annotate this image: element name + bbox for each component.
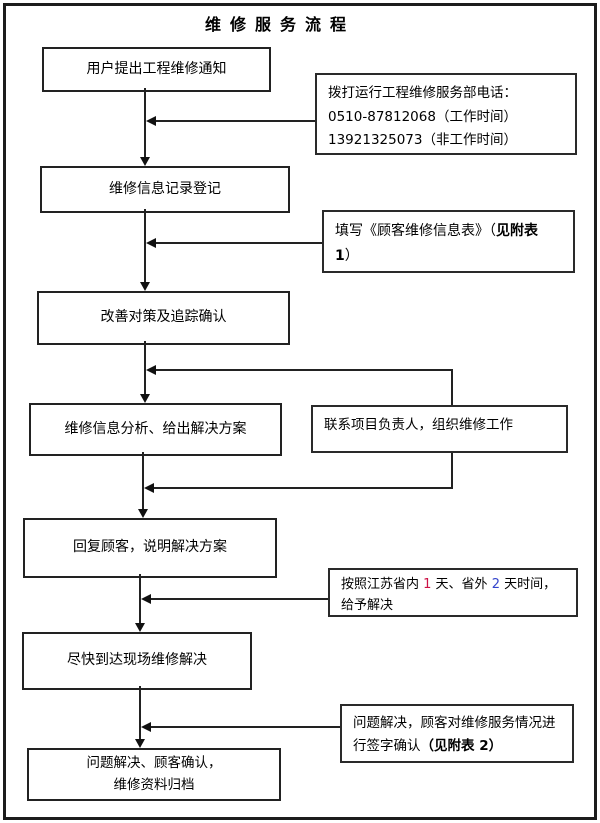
schedule-note-part3: 天时间，给予解决 [341,577,557,613]
contact-note-text: 联系项目负责人，组织维修工作 [324,417,513,433]
connector-line-schedule-note [150,598,328,600]
connector-line-step5-step6 [139,574,141,624]
flow-step-label-line2: 维修资料归档 [113,776,195,793]
connector-line-step1-step2 [144,88,146,158]
flow-step-label: 尽快到达现场维修解决 [67,652,207,669]
connector-line-contact-bottom [153,487,453,489]
connector-elbow-contact-top [451,369,453,405]
arrow-left-icon [146,238,156,248]
flow-step-label-line1: 问题解决、顾客确认， [86,754,222,771]
connector-line-sign-note [150,726,340,728]
phone-offwork-number: 13921325073（非工作时间） [328,132,517,149]
note-sign-confirmation: 问题解决，顾客对维修服务情况进行签字确认（见附表 2） [340,704,574,763]
note-phone-numbers: 拨打运行工程维修服务部电话： 0510-87812068（工作时间） 13921… [315,73,577,155]
flow-step-label: 维修信息记录登记 [109,180,221,197]
schedule-note-part2: 天、省外 [431,577,492,592]
arrow-down-icon [140,282,150,291]
sign-note-appendix-ref: （见附表 2） [420,737,503,754]
arrow-down-icon [138,509,148,518]
arrow-left-icon [146,116,156,126]
flow-step-analysis-solution: 维修信息分析、给出解决方案 [29,403,282,456]
flow-step-user-repair-notice: 用户提出工程维修通知 [42,47,271,92]
phone-work-number: 0510-87812068（工作时间） [328,108,517,125]
flow-step-improvement-tracking: 改善对策及追踪确认 [37,291,290,345]
connector-line-step3-step4 [144,341,146,395]
form-note-appendix-ref: 见附表 1 [335,223,538,264]
arrow-left-icon [141,722,151,732]
connector-line-step6-step7 [139,686,141,740]
flow-step-label: 用户提出工程维修通知 [86,60,227,77]
arrow-left-icon [141,594,151,604]
note-resolution-schedule: 按照江苏省内 1 天、省外 2 天时间，给予解决 [328,568,578,617]
schedule-note-part1: 按照江苏省内 [341,577,424,592]
connector-line-form-note [155,242,322,244]
arrow-down-icon [140,157,150,166]
connector-line-phone-note [155,120,315,122]
flow-step-onsite-repair: 尽快到达现场维修解决 [22,632,252,690]
sign-note-text: 问题解决，顾客对维修服务情况进行签字确认 [353,715,556,754]
note-contact-project-leader: 联系项目负责人，组织维修工作 [311,405,568,453]
arrow-down-icon [140,394,150,403]
note-fill-repair-form: 填写《顾客维修信息表》（见附表 1） [322,210,575,273]
arrow-left-icon [146,365,156,375]
flow-step-record-registration: 维修信息记录登记 [40,166,290,213]
flow-step-label: 回复顾客，说明解决方案 [73,539,227,556]
arrow-down-icon [135,739,145,748]
arrow-down-icon [135,623,145,632]
phone-note-line1: 拨打运行工程维修服务部电话： [328,85,517,101]
connector-line-step4-step5 [142,452,144,510]
connector-elbow-contact-bottom [451,453,453,489]
arrow-left-icon [144,483,154,493]
flow-step-archive: 问题解决、顾客确认， 维修资料归档 [27,748,281,801]
connector-line-contact-top [155,369,453,371]
schedule-days-in-province: 1 [423,577,432,592]
page-title: 维修服务流程 [204,15,355,34]
flow-step-reply-customer: 回复顾客，说明解决方案 [23,518,277,578]
connector-line-step2-step3 [144,209,146,283]
schedule-days-out-province: 2 [491,577,500,592]
form-note-suffix: ） [344,247,359,264]
flow-step-label: 改善对策及追踪确认 [100,309,227,326]
page-border [3,3,597,820]
form-note-text: 填写《顾客维修信息表》（ [335,223,496,239]
flow-step-label: 维修信息分析、给出解决方案 [64,420,247,437]
